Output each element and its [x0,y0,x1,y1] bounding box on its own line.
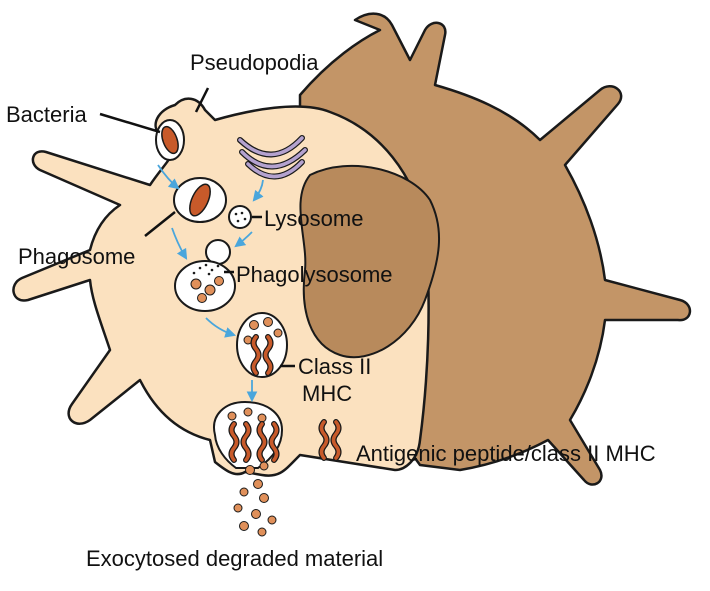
golgi-apparatus-icon [237,135,308,180]
label-phagosome: Phagosome [18,244,136,269]
label-pseudopodia: Pseudopodia [190,50,319,75]
label-phagolysosome: Phagolysosome [236,262,393,287]
phagolysosome-icon [174,239,236,312]
process-arrows [157,164,264,403]
label-mhc: MHC [302,381,353,406]
nucleus-icon [299,164,440,359]
label-bacteria: Bacteria [6,102,87,127]
lysosome-icon [228,205,252,229]
leader-lines [99,87,295,368]
mhc-loading-vesicle-icon [236,312,288,378]
bacteria-icon [155,119,185,161]
label-class-ii: Class II [298,354,372,379]
exocytosis-pocket-icon [213,400,284,469]
phagosome-icon [173,177,227,223]
exocytosed-material-icon [233,461,277,537]
label-antigenic-peptide: Antigenic peptide/class II MHC [356,441,656,466]
label-lysosome: Lysosome [264,206,364,231]
label-exocytosed-material: Exocytosed degraded material [86,546,384,571]
